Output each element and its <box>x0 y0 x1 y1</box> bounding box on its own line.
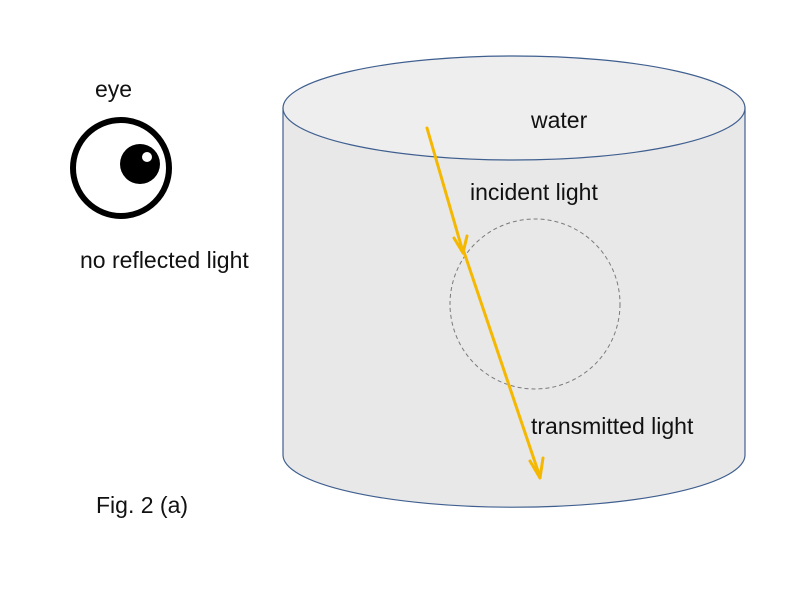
water-cylinder <box>282 55 746 508</box>
water-label: water <box>530 107 588 133</box>
cylinder-top <box>282 55 746 161</box>
transmitted-light-label: transmitted light <box>531 413 694 439</box>
dashed-circle <box>449 218 621 390</box>
transmitted-light-ray <box>462 250 545 480</box>
no-reflected-light-label: no reflected light <box>80 247 249 273</box>
figure-caption: Fig. 2 (a) <box>96 492 188 518</box>
cylinder-body <box>282 107 746 508</box>
incident-light-label: incident light <box>470 179 598 205</box>
eye-icon <box>70 117 172 219</box>
eye-label: eye <box>95 76 132 102</box>
